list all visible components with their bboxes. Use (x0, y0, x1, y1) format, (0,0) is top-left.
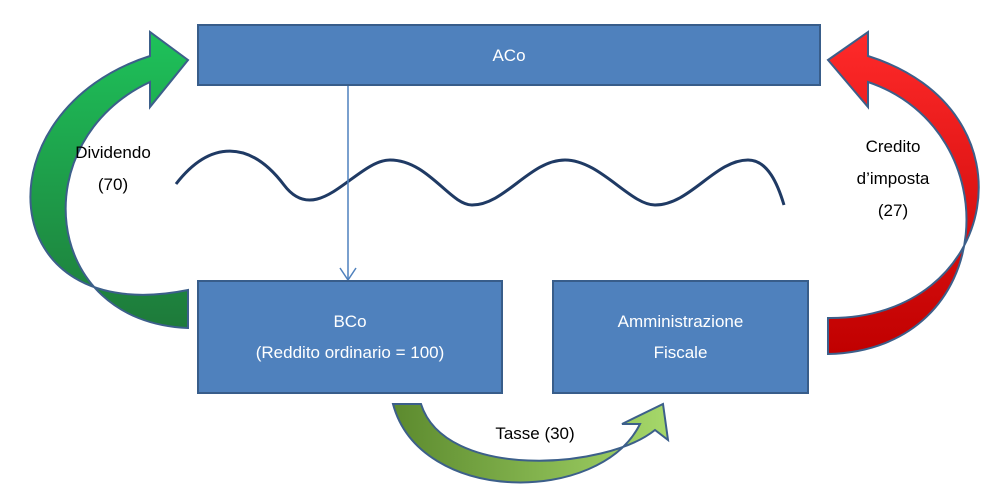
taxes-label: Tasse (30) (495, 424, 575, 443)
dividend-amount: (70) (97, 175, 129, 194)
aco-label: ACo (492, 45, 526, 65)
aco-box: ACo (197, 24, 821, 86)
fiscal-title: Amministrazione (617, 312, 744, 331)
tax-credit-amount: (27) (877, 201, 909, 220)
tax-credit-label-line2: d’imposta (856, 169, 930, 188)
dividend-label: Dividendo (70) (58, 137, 168, 201)
dividend-label-title: Dividendo (75, 143, 151, 162)
taxes-arrow-icon (391, 402, 670, 484)
wave-line (174, 149, 786, 207)
tax-credit-arrow-icon (826, 30, 980, 356)
bco-title: BCo (333, 312, 367, 331)
fiscal-subtitle: Fiscale (653, 343, 708, 362)
bco-box: BCo (Reddito ordinario = 100) (197, 280, 503, 394)
fiscal-box: Amministrazione Fiscale (552, 280, 809, 394)
tax-credit-label: Credito d’imposta (27) (834, 131, 952, 227)
tax-credit-label-line1: Credito (865, 137, 921, 156)
dividend-arrow-icon (29, 30, 190, 330)
bco-subtitle: (Reddito ordinario = 100) (255, 343, 445, 362)
